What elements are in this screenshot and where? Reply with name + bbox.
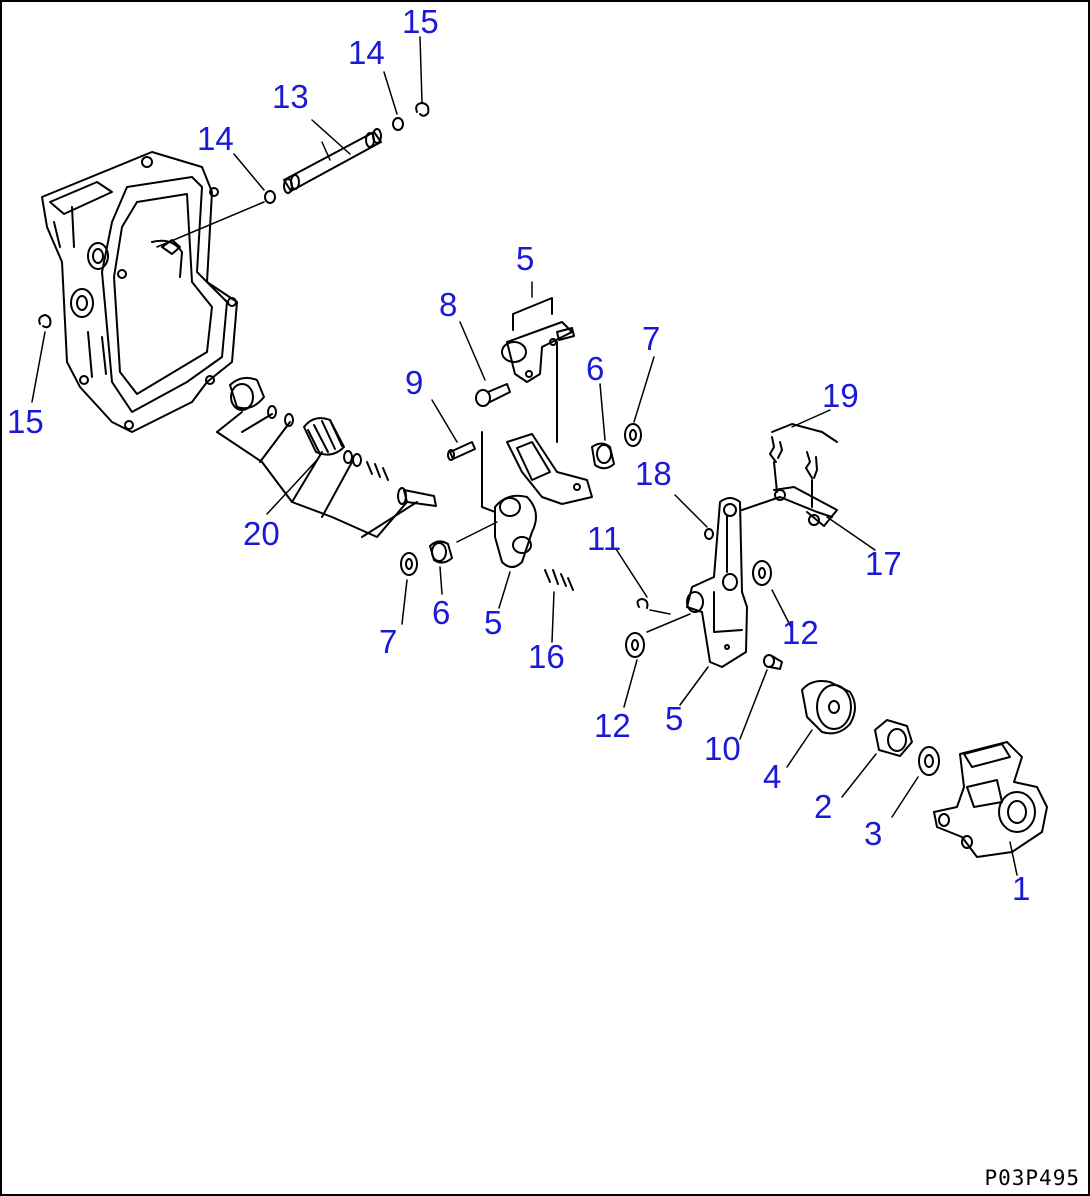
callout-6-top: 6 [586, 350, 605, 387]
washer-3 [918, 746, 940, 776]
callout-5-mid: 5 [484, 604, 503, 641]
bushing-6-lower [429, 540, 453, 564]
nut-2 [874, 719, 913, 757]
callout-4: 4 [763, 758, 782, 795]
callout-15-left: 15 [7, 403, 44, 440]
snap-ring-14-upper [392, 117, 404, 131]
washer-12-right-hole [758, 567, 766, 579]
leader-shaft-axis [156, 201, 265, 248]
washer-12-left-hole [631, 639, 639, 651]
assembly-20 [216, 376, 437, 538]
callout-11: 11 [587, 520, 622, 557]
clip-15-left [38, 314, 52, 329]
callout-17: 17 [865, 545, 902, 582]
callout-8: 8 [439, 286, 458, 323]
washer-7-lower [400, 552, 418, 576]
pin-18 [704, 528, 714, 540]
bolt-8 [475, 383, 511, 407]
washer-12-right [752, 560, 772, 586]
callout-7-top: 7 [642, 320, 661, 357]
pin-9 [447, 441, 476, 461]
lever-5-upper [501, 297, 575, 383]
shaft-hole [161, 239, 181, 255]
callout-9: 9 [405, 364, 424, 401]
callout-12-left: 12 [594, 707, 631, 744]
callout-12-right: 12 [782, 614, 819, 651]
callout-20: 20 [243, 515, 280, 552]
callout-5-top: 5 [516, 240, 535, 277]
weight-4 [801, 680, 856, 735]
snap-ring-14-lower [264, 190, 276, 204]
callout-15-top: 15 [402, 3, 439, 40]
callout-3: 3 [864, 815, 883, 852]
drawing-code: P03P495 [984, 1166, 1080, 1190]
washer-7-upper [624, 423, 642, 447]
governor-housing [41, 151, 238, 433]
callout-7-bottom: 7 [379, 623, 398, 660]
washer-7-lower-hole [405, 558, 413, 570]
bracket-1 [933, 741, 1048, 858]
callout-10: 10 [704, 730, 741, 767]
lever-5-right [686, 497, 748, 668]
callout-5-right: 5 [665, 700, 684, 737]
callout-19: 19 [822, 377, 859, 414]
clip-11 [636, 598, 649, 609]
spring-16 [544, 569, 574, 591]
washer-12-left [625, 632, 645, 658]
washer-7-upper-hole [629, 429, 637, 441]
leader-axis-11 [646, 609, 691, 633]
callout-2: 2 [814, 788, 833, 825]
callout-6-bottom: 6 [432, 594, 451, 631]
callout-14-left: 14 [197, 120, 234, 157]
callout-16: 16 [528, 638, 565, 675]
leader-lines [31, 36, 1018, 876]
lever-5-main [481, 341, 593, 568]
spring-19 [769, 423, 838, 508]
callout-14-top: 14 [348, 34, 385, 71]
rod-17 [741, 486, 838, 527]
callout-13: 13 [272, 78, 309, 115]
callout-18: 18 [635, 455, 672, 492]
clip-15-upper [415, 102, 430, 117]
screw-10 [763, 654, 783, 670]
washer-3-hole [924, 754, 934, 768]
leader-axis-6 [456, 521, 498, 543]
bushing-6-upper [591, 442, 615, 470]
callout-1: 1 [1012, 870, 1031, 907]
